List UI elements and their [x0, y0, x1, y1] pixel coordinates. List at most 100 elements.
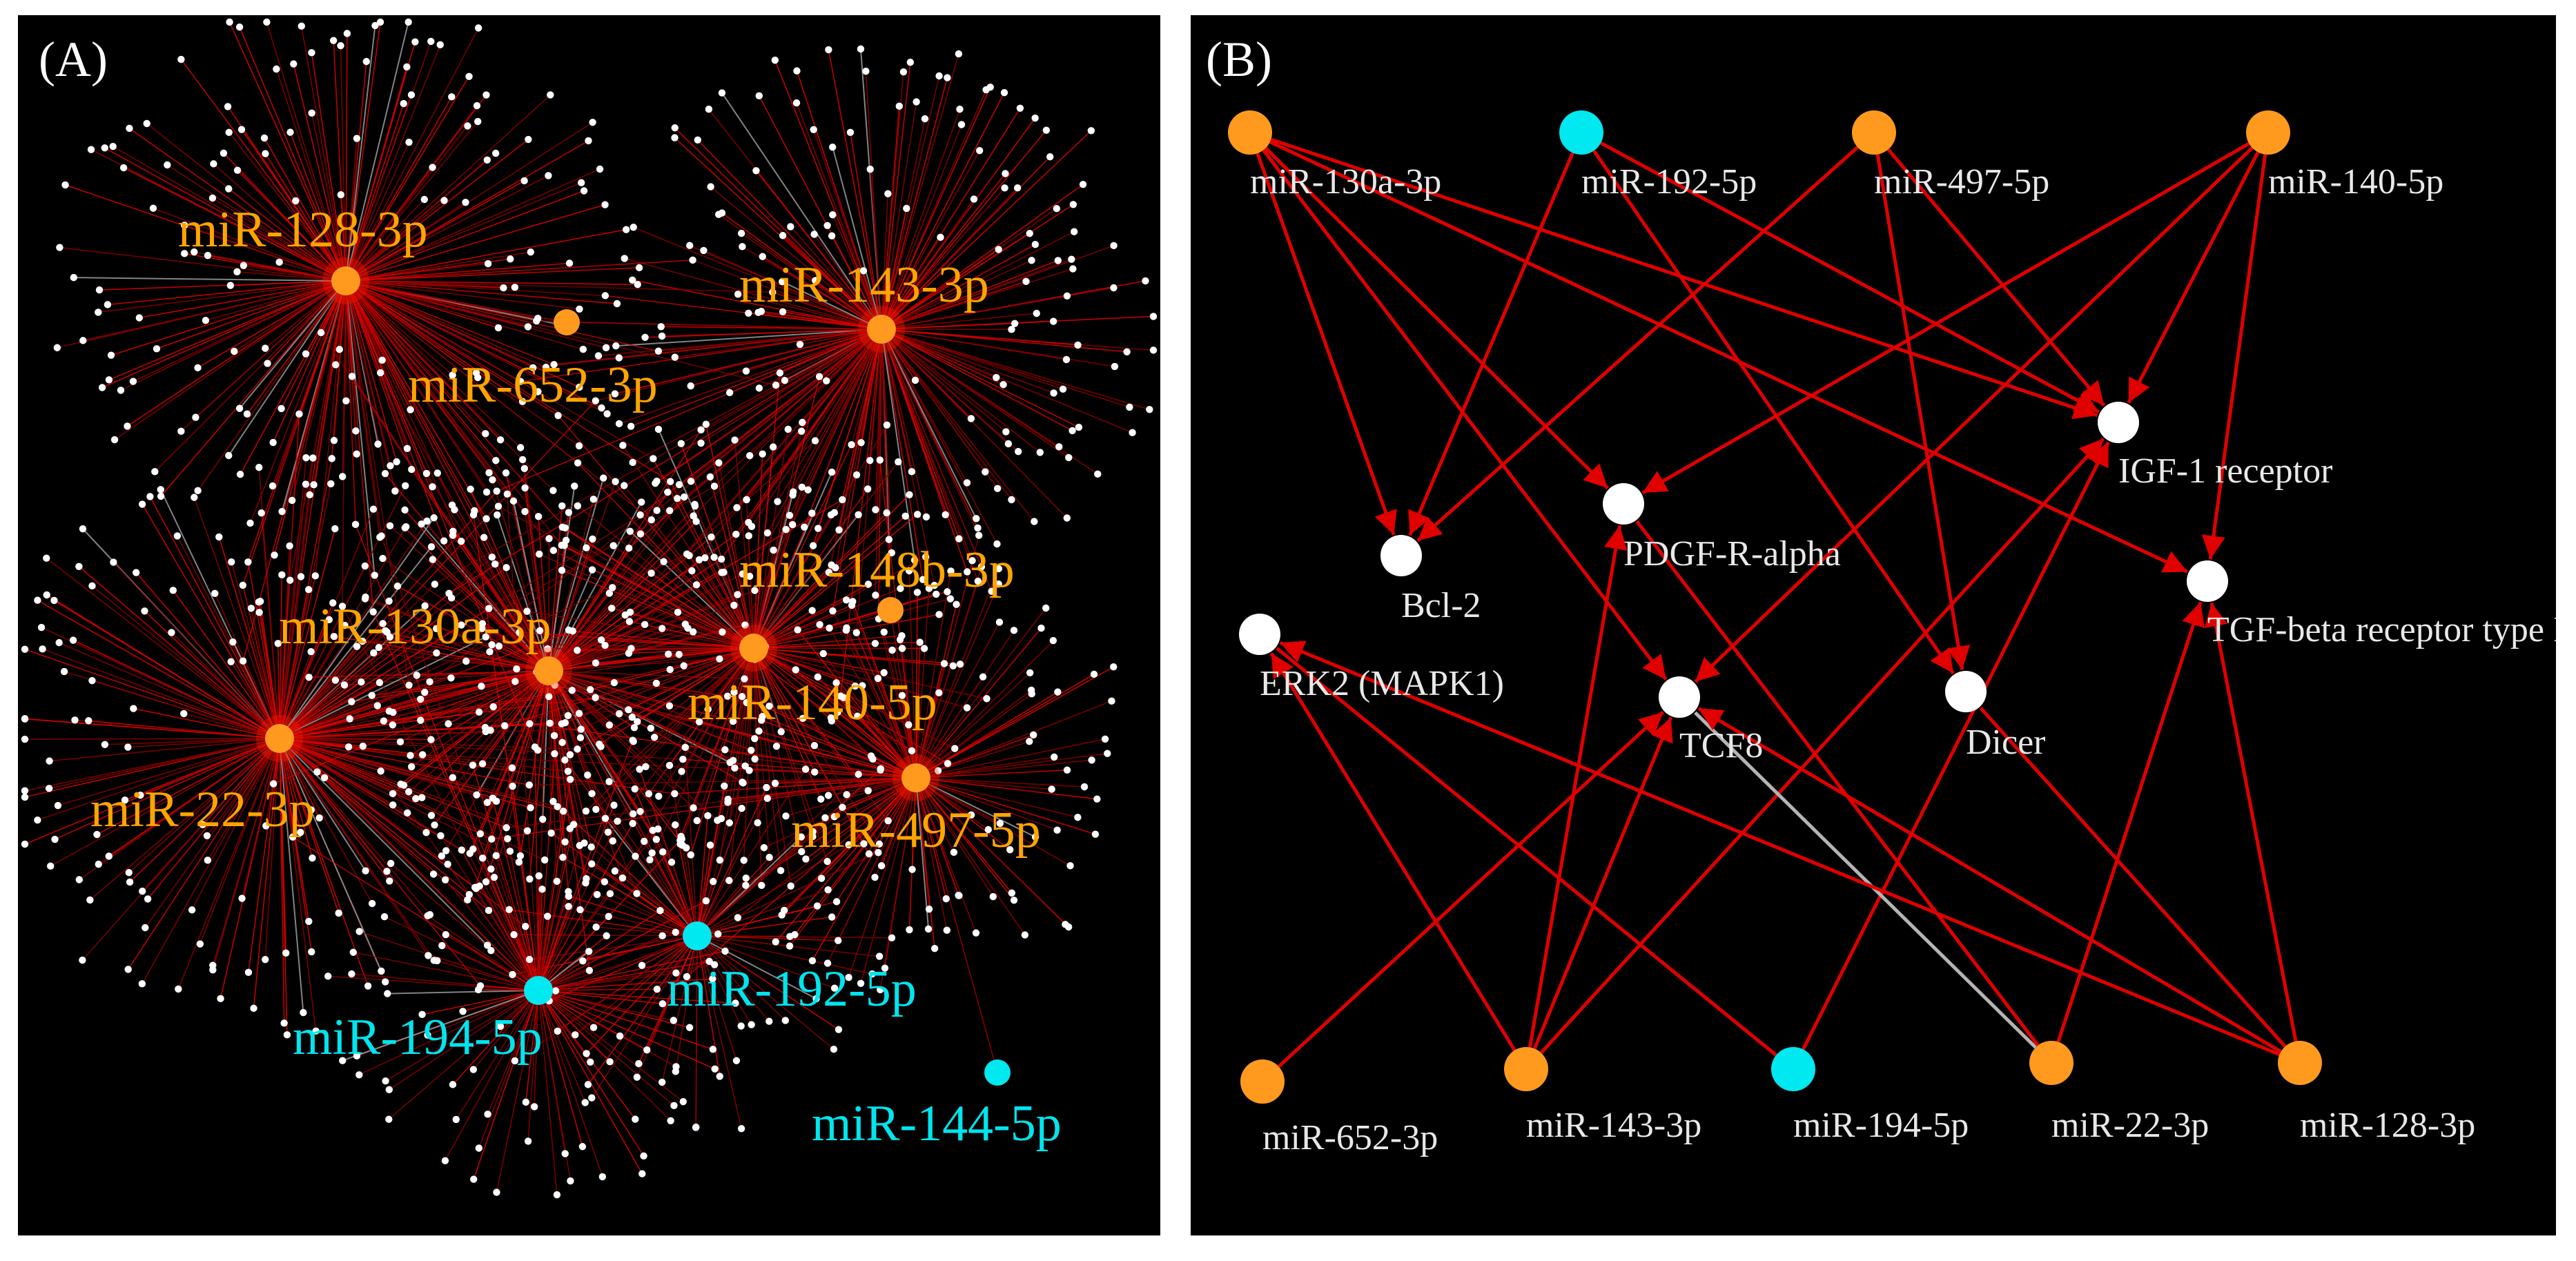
- panel-a-target-node: [845, 973, 852, 981]
- panel-a-target-node: [748, 746, 755, 754]
- panel-a-shared-edge: [566, 322, 882, 330]
- panel-a-target-node: [621, 482, 628, 489]
- panel-a-target-node: [725, 877, 733, 884]
- panel-a-shared-target-node: [595, 740, 603, 748]
- panel-a-target-node: [449, 531, 457, 539]
- panel-a-target-node: [88, 582, 96, 590]
- panel-a-target-node: [641, 333, 649, 341]
- panel-a-edge: [915, 777, 930, 930]
- panel-a-shared-target-node: [561, 719, 569, 727]
- panel-a-target-node: [627, 422, 635, 430]
- panel-a-target-node: [330, 632, 338, 641]
- panel-a-edge: [753, 647, 821, 800]
- panel-a-edge: [753, 513, 813, 649]
- panel-a-shared-target-node: [641, 837, 648, 845]
- panel-a-target-node: [540, 856, 549, 864]
- panel-a-shared-target-node: [270, 780, 277, 788]
- panel-a-target-node: [151, 468, 159, 476]
- panel-a-target-node: [626, 527, 634, 535]
- panel-a-target-node: [138, 980, 146, 988]
- panel-a-shared-edge: [591, 846, 698, 937]
- panel-a-target-node: [482, 488, 491, 496]
- panel-a-target-node: [260, 134, 269, 142]
- panel-a-edge: [279, 528, 336, 739]
- panel-a-edge: [104, 738, 280, 745]
- panel-a-target-node: [465, 72, 473, 80]
- panel-a-shared-edge: [279, 458, 333, 739]
- panel-a-target-node: [1022, 277, 1030, 285]
- panel-a-shared-target-node: [494, 502, 502, 510]
- panel-a-target-node: [725, 819, 734, 827]
- panel-a-edge: [345, 180, 525, 282]
- panel-a-shared-edge: [300, 280, 347, 577]
- panel-a-shared-edge: [436, 652, 549, 672]
- panel-a-edge: [142, 504, 280, 739]
- panel-a-shared-edge: [744, 647, 754, 766]
- panel-a-target-node: [621, 255, 628, 262]
- panel-a-target-node: [69, 636, 77, 644]
- panel-a-target-node: [956, 661, 964, 668]
- panel-a-edge: [538, 990, 674, 1021]
- panel-a-shared-edge: [881, 329, 979, 536]
- panel-a-shared-edge: [345, 280, 554, 365]
- panel-a-target-node: [899, 68, 908, 76]
- panel-a-target-node: [550, 732, 558, 740]
- panel-a-target-node: [1110, 242, 1118, 250]
- panel-a-edge: [279, 738, 313, 952]
- panel-a-target-node: [343, 30, 351, 37]
- panel-a-edge: [199, 738, 280, 944]
- panel-a-target-node: [729, 756, 737, 765]
- panel-a-shared-target-node: [412, 794, 420, 803]
- panel-a-edge: [754, 658, 917, 779]
- panel-a-edge: [681, 443, 754, 649]
- panel-a-target-node: [523, 607, 531, 615]
- panel-a-shared-edge: [753, 376, 820, 649]
- panel-a-target-node: [431, 821, 438, 829]
- panel-a-target-node: [626, 608, 634, 616]
- panel-a-edge: [881, 295, 1068, 330]
- panel-a-edge: [345, 141, 410, 282]
- panel-a-target-node: [671, 353, 679, 361]
- panel-a-edge: [548, 505, 563, 672]
- panel-a-shared-edge: [538, 893, 611, 991]
- panel-b-edge: [1802, 441, 2110, 1050]
- panel-a-target-node: [339, 473, 347, 480]
- panel-a-edge: [24, 738, 280, 798]
- panel-a-target-node: [693, 817, 701, 825]
- panel-a-target-node: [705, 106, 713, 113]
- panel-a-target-node: [442, 931, 450, 939]
- panel-a-target-node: [995, 618, 1004, 626]
- panel-a-edge: [705, 424, 754, 649]
- panel-a-edge: [881, 193, 889, 330]
- panel-a-edge: [915, 769, 1068, 779]
- panel-a-target-node: [235, 23, 244, 31]
- panel-a-target-node: [125, 869, 133, 877]
- panel-a-shared-target-node: [636, 808, 644, 815]
- panel-a-edge: [696, 935, 742, 1129]
- panel-a-target-node: [168, 629, 175, 636]
- panel-a-target-node: [447, 674, 455, 682]
- panel-a-edge: [721, 92, 882, 330]
- panel-a-shared-edge: [548, 670, 590, 971]
- panel-b-edge: [1539, 437, 2105, 1055]
- panel-a-target-node: [307, 806, 315, 814]
- panel-a-shared-edge: [548, 593, 610, 672]
- panel-a-edge: [279, 738, 304, 1013]
- panel-a-shared-edge: [345, 280, 567, 323]
- panel-a-target-node: [898, 692, 906, 699]
- panel-a-shared-target-node: [681, 620, 689, 628]
- panel-a-target-node: [618, 874, 627, 882]
- panel-a-edge: [586, 935, 698, 1055]
- panel-a-edge: [135, 572, 280, 739]
- panel-a-shared-target-node: [426, 678, 433, 686]
- panel-a-shared-target-node: [653, 986, 661, 993]
- panel-a-edge: [796, 70, 882, 330]
- panel-a-target-node: [530, 1103, 538, 1111]
- panel-a-target-node: [690, 804, 697, 812]
- panel-a-edge: [42, 648, 280, 739]
- panel-a-target-node: [427, 736, 435, 743]
- panel-a-shared-target-node: [839, 496, 846, 504]
- panel-a-shared-edge: [279, 652, 437, 739]
- panel-a-edge: [473, 990, 539, 1071]
- panel-a-target-node: [476, 830, 485, 838]
